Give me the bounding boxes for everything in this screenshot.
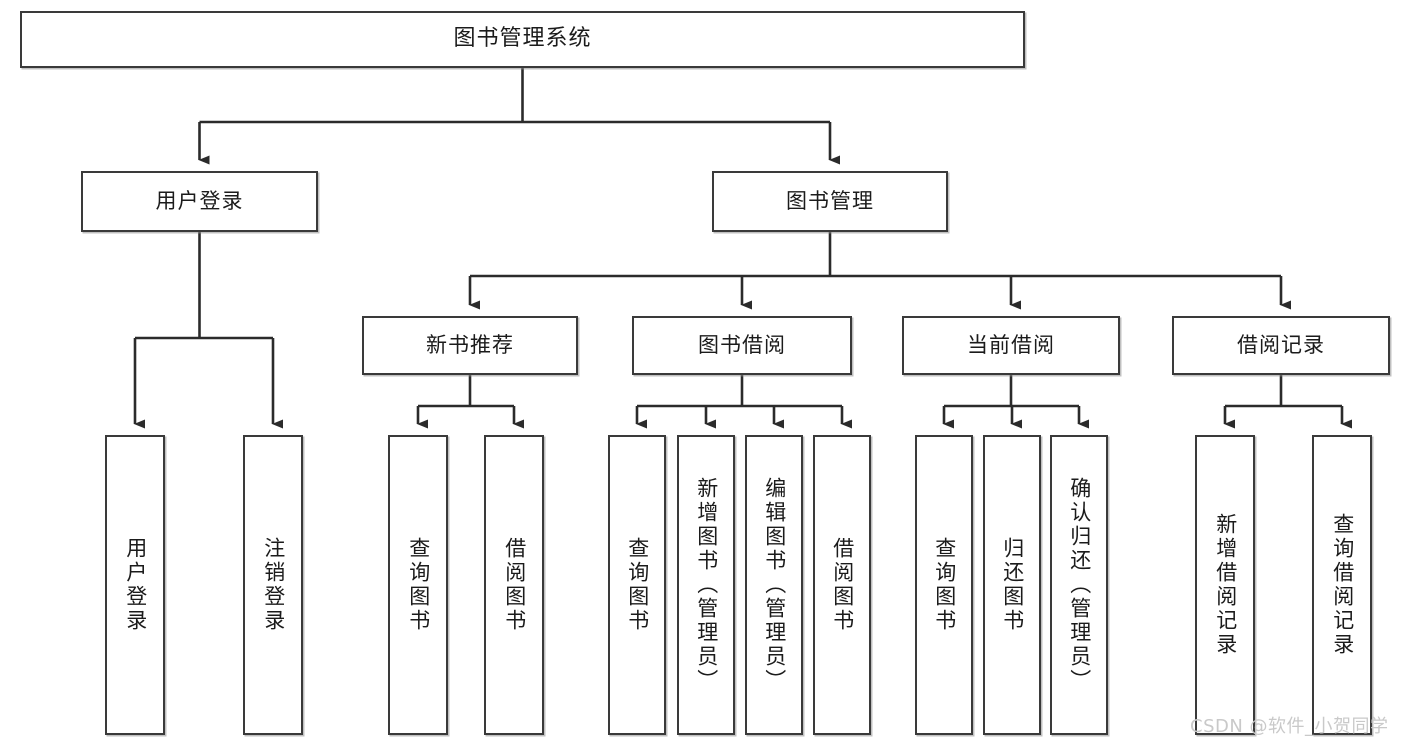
node-label: 确认归还（管理员） xyxy=(1067,477,1092,693)
level2-node-book-manage[interactable]: 图书管理 xyxy=(712,171,948,232)
level3-node-borrow-record[interactable]: 借阅记录 xyxy=(1172,316,1390,375)
node-label: 当前借阅 xyxy=(967,332,1055,357)
node-label: 借阅图书 xyxy=(830,537,855,633)
node-label: 新增借阅记录 xyxy=(1213,513,1238,657)
root-node-system-title[interactable]: 图书管理系统 xyxy=(20,11,1025,68)
leaf-node-leaf-user-logout[interactable]: 注销登录 xyxy=(243,435,303,735)
node-label: 用户登录 xyxy=(155,188,244,213)
node-label: 查询图书 xyxy=(406,537,431,633)
node-label: 查询图书 xyxy=(625,537,650,633)
level3-node-new-book-rec[interactable]: 新书推荐 xyxy=(362,316,578,375)
leaf-node-leaf-add-record[interactable]: 新增借阅记录 xyxy=(1195,435,1255,735)
node-label: 新书推荐 xyxy=(426,332,514,357)
node-label: 新增图书（管理员） xyxy=(694,477,719,693)
leaf-node-leaf-query-book-rec[interactable]: 查询图书 xyxy=(388,435,448,735)
node-label: 图书借阅 xyxy=(698,332,786,357)
node-label: 借阅图书 xyxy=(502,537,527,633)
leaf-node-leaf-user-login[interactable]: 用户登录 xyxy=(105,435,165,735)
node-label: 图书管理系统 xyxy=(453,26,592,52)
leaf-node-leaf-query-book[interactable]: 查询图书 xyxy=(608,435,666,735)
node-label: 归还图书 xyxy=(1000,537,1025,633)
node-label: 查询图书 xyxy=(932,537,957,633)
leaf-node-leaf-borrow-book-rec[interactable]: 借阅图书 xyxy=(484,435,544,735)
leaf-node-leaf-return-book[interactable]: 归还图书 xyxy=(983,435,1041,735)
node-label: 用户登录 xyxy=(123,537,148,633)
node-label: 注销登录 xyxy=(261,537,286,633)
leaf-node-leaf-confirm-return[interactable]: 确认归还（管理员） xyxy=(1050,435,1108,735)
leaf-node-leaf-edit-book[interactable]: 编辑图书（管理员） xyxy=(745,435,803,735)
level3-node-current-borrow[interactable]: 当前借阅 xyxy=(902,316,1120,375)
node-label: 查询借阅记录 xyxy=(1330,513,1355,657)
node-label: 借阅记录 xyxy=(1237,332,1325,357)
node-label: 编辑图书（管理员） xyxy=(762,477,787,693)
node-label: 图书管理 xyxy=(786,188,874,213)
leaf-node-leaf-query-record[interactable]: 查询借阅记录 xyxy=(1312,435,1372,735)
leaf-node-leaf-query-book-cur[interactable]: 查询图书 xyxy=(915,435,973,735)
level3-node-book-borrow[interactable]: 图书借阅 xyxy=(632,316,852,375)
leaf-node-leaf-borrow-book[interactable]: 借阅图书 xyxy=(813,435,871,735)
level2-node-user-login[interactable]: 用户登录 xyxy=(81,171,318,232)
leaf-node-leaf-add-book[interactable]: 新增图书（管理员） xyxy=(677,435,735,735)
